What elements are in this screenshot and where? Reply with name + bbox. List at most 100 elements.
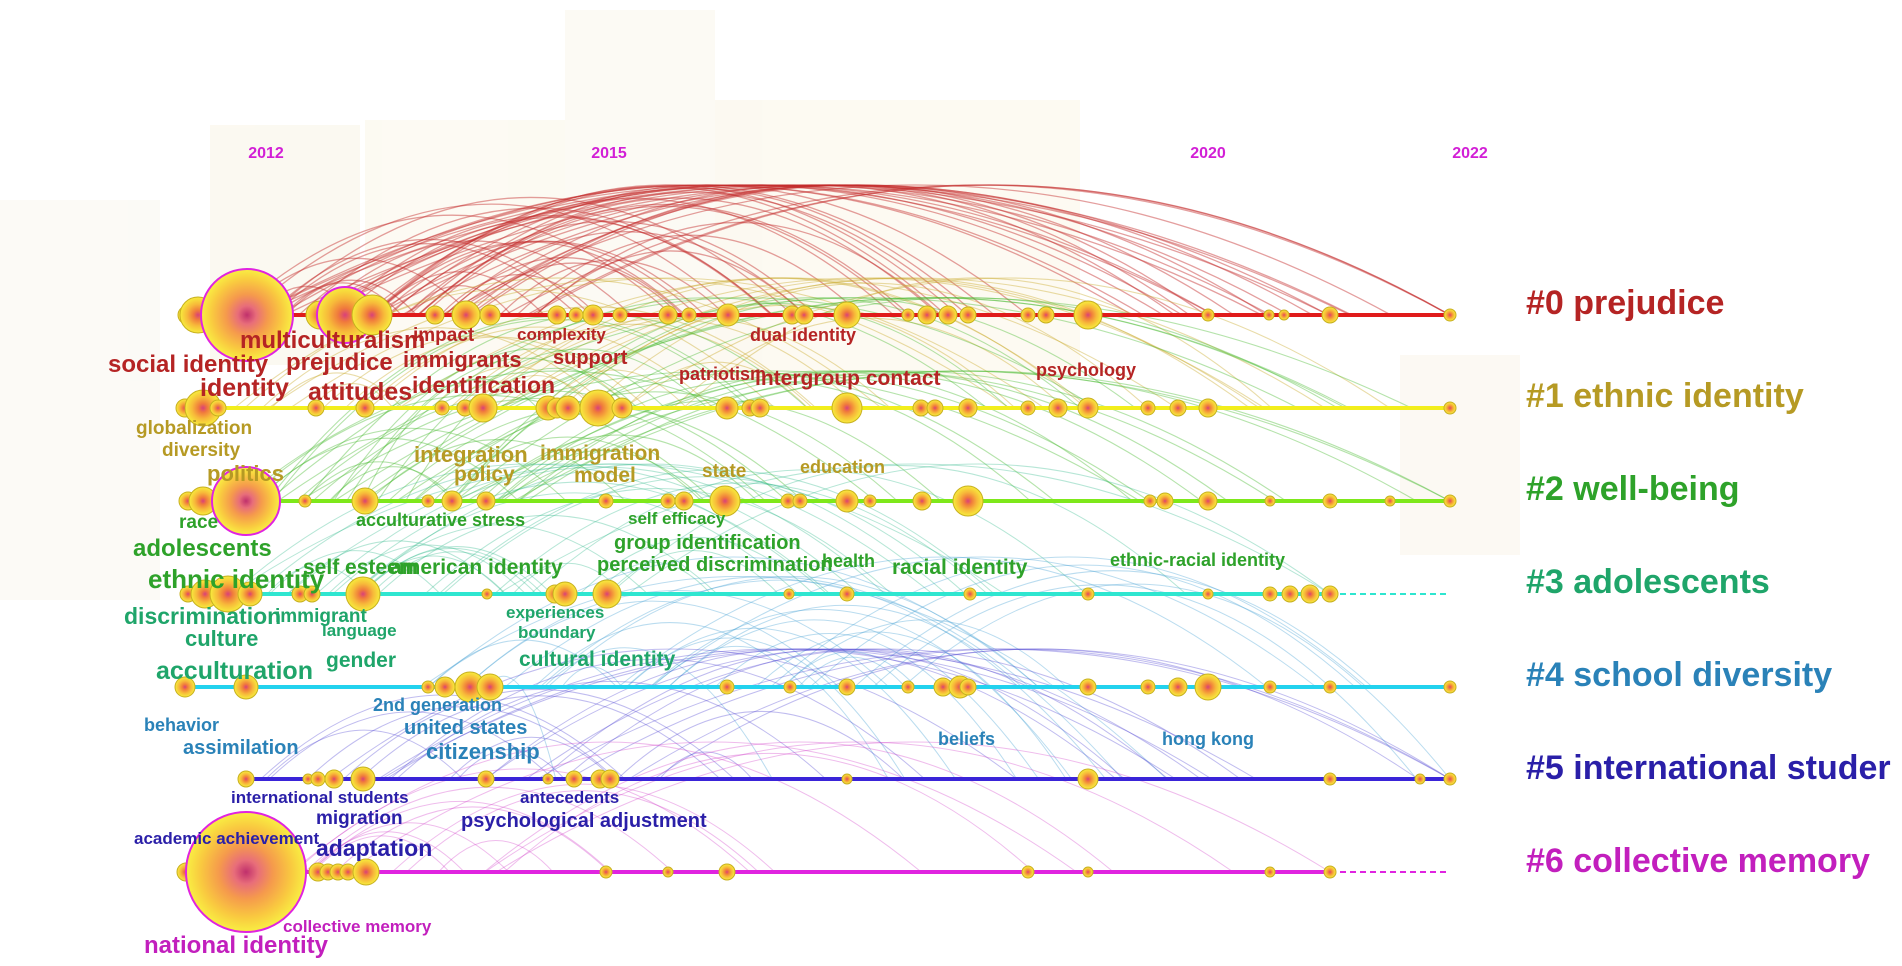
keyword-node[interactable] (1079, 678, 1097, 696)
keyword-node[interactable] (468, 393, 498, 423)
keyword-node[interactable] (959, 678, 977, 696)
keyword-node[interactable] (298, 494, 312, 508)
keyword-node[interactable] (1414, 773, 1426, 785)
keyword-node[interactable] (1323, 772, 1337, 786)
keyword-node[interactable] (310, 771, 326, 787)
keyword-node[interactable] (211, 466, 281, 536)
keyword-node[interactable] (303, 585, 321, 603)
keyword-node[interactable] (794, 305, 814, 325)
keyword-node[interactable] (783, 680, 797, 694)
keyword-node[interactable] (1443, 401, 1457, 415)
keyword-node[interactable] (185, 811, 307, 933)
keyword-node[interactable] (718, 863, 736, 881)
keyword-node[interactable] (324, 769, 344, 789)
keyword-node[interactable] (1073, 300, 1103, 330)
keyword-node[interactable] (1264, 495, 1276, 507)
keyword-node[interactable] (833, 301, 861, 329)
keyword-node[interactable] (434, 400, 450, 416)
keyword-node[interactable] (1020, 400, 1036, 416)
keyword-node[interactable] (1037, 306, 1055, 324)
keyword-node[interactable] (476, 491, 496, 511)
keyword-node[interactable] (719, 679, 735, 695)
keyword-node[interactable] (481, 588, 493, 600)
keyword-node[interactable] (479, 304, 501, 326)
keyword-node[interactable] (1082, 866, 1094, 878)
keyword-node[interactable] (174, 676, 196, 698)
keyword-node[interactable] (1194, 673, 1222, 701)
keyword-node[interactable] (1021, 865, 1035, 879)
keyword-node[interactable] (1263, 680, 1277, 694)
keyword-node[interactable] (421, 494, 435, 508)
keyword-node[interactable] (599, 865, 613, 879)
keyword-node[interactable] (237, 770, 255, 788)
keyword-node[interactable] (1263, 309, 1275, 321)
keyword-node[interactable] (307, 399, 325, 417)
keyword-node[interactable] (352, 858, 380, 886)
keyword-node[interactable] (1081, 587, 1095, 601)
keyword-node[interactable] (715, 396, 739, 420)
keyword-node[interactable] (434, 676, 456, 698)
keyword-node[interactable] (1198, 491, 1218, 511)
keyword-node[interactable] (611, 397, 633, 419)
keyword-node[interactable] (750, 398, 770, 418)
keyword-node[interactable] (200, 268, 294, 362)
keyword-node[interactable] (838, 678, 856, 696)
keyword-node[interactable] (716, 303, 740, 327)
keyword-node[interactable] (1264, 866, 1276, 878)
keyword-node[interactable] (600, 769, 620, 789)
keyword-node[interactable] (351, 294, 393, 336)
keyword-node[interactable] (1321, 306, 1339, 324)
keyword-node[interactable] (831, 392, 863, 424)
keyword-node[interactable] (565, 770, 583, 788)
keyword-node[interactable] (552, 581, 578, 607)
keyword-node[interactable] (345, 576, 381, 612)
keyword-node[interactable] (1143, 494, 1157, 508)
keyword-node[interactable] (863, 494, 877, 508)
keyword-node[interactable] (901, 680, 915, 694)
keyword-node[interactable] (1198, 398, 1218, 418)
keyword-node[interactable] (901, 308, 915, 322)
keyword-node[interactable] (1323, 865, 1337, 879)
keyword-node[interactable] (237, 581, 263, 607)
keyword-node[interactable] (598, 493, 614, 509)
keyword-node[interactable] (421, 680, 435, 694)
keyword-node[interactable] (555, 395, 581, 421)
keyword-node[interactable] (1077, 397, 1099, 419)
keyword-node[interactable] (350, 766, 376, 792)
keyword-node[interactable] (1443, 308, 1457, 322)
keyword-node[interactable] (1168, 677, 1188, 697)
keyword-node[interactable] (1278, 309, 1290, 321)
keyword-node[interactable] (841, 773, 853, 785)
keyword-node[interactable] (835, 489, 859, 513)
keyword-node[interactable] (233, 674, 259, 700)
keyword-node[interactable] (355, 398, 375, 418)
keyword-node[interactable] (1140, 400, 1156, 416)
keyword-node[interactable] (476, 673, 504, 701)
keyword-node[interactable] (660, 493, 676, 509)
keyword-node[interactable] (351, 487, 379, 515)
keyword-node[interactable] (1169, 399, 1187, 417)
keyword-node[interactable] (568, 307, 584, 323)
keyword-node[interactable] (612, 307, 628, 323)
keyword-node[interactable] (1300, 584, 1320, 604)
keyword-node[interactable] (1443, 772, 1457, 786)
keyword-node[interactable] (1322, 493, 1338, 509)
keyword-node[interactable] (658, 305, 678, 325)
keyword-node[interactable] (1077, 768, 1099, 790)
keyword-node[interactable] (662, 866, 674, 878)
keyword-node[interactable] (963, 587, 977, 601)
keyword-node[interactable] (681, 307, 697, 323)
keyword-node[interactable] (1323, 680, 1337, 694)
keyword-node[interactable] (1201, 308, 1215, 322)
keyword-node[interactable] (1020, 307, 1036, 323)
keyword-node[interactable] (709, 485, 741, 517)
keyword-node[interactable] (1262, 586, 1278, 602)
keyword-node[interactable] (917, 305, 937, 325)
keyword-node[interactable] (926, 399, 944, 417)
keyword-node[interactable] (938, 305, 958, 325)
keyword-node[interactable] (674, 491, 694, 511)
keyword-node[interactable] (839, 586, 855, 602)
keyword-node[interactable] (1321, 585, 1339, 603)
keyword-node[interactable] (542, 773, 554, 785)
keyword-node[interactable] (952, 485, 984, 517)
